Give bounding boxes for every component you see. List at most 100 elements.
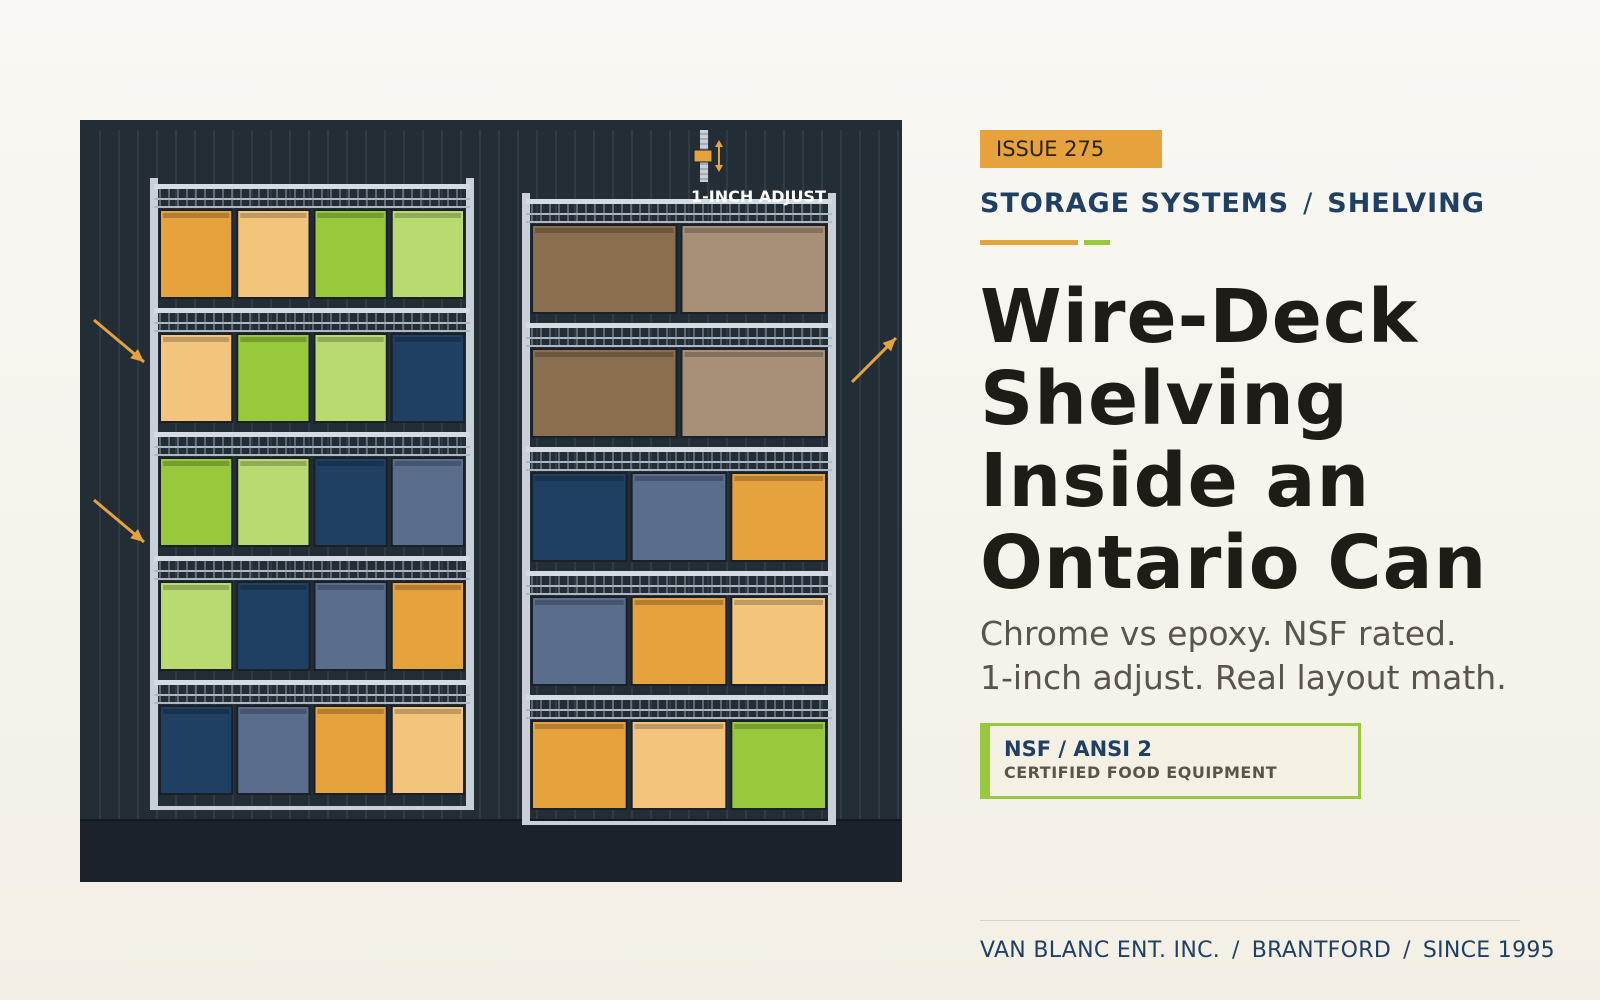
storage-bin <box>730 596 827 686</box>
footer-since: SINCE 1995 <box>1422 938 1555 963</box>
storage-bin-lid <box>317 461 384 466</box>
shelf-bottom-rail <box>526 821 832 825</box>
headline-line: Inside an <box>980 438 1371 524</box>
storage-bin <box>730 472 827 562</box>
wire-deck-rail <box>154 184 470 189</box>
wire-deck-rail <box>154 694 470 696</box>
wire-deck-rail <box>526 337 832 339</box>
wire-deck-rail <box>526 345 832 347</box>
storage-bin-lid <box>634 476 724 481</box>
wire-deck-rail <box>154 446 470 448</box>
issue-number: ISSUE 275 <box>996 137 1105 161</box>
storage-bin-lid <box>634 600 724 605</box>
storage-bin-lid <box>734 476 823 481</box>
storage-bin-lid <box>734 724 823 729</box>
wire-deck-rail <box>526 717 832 719</box>
headline-line: Ontario Can <box>980 520 1488 606</box>
adjust-arrow-up-icon <box>715 140 723 147</box>
wire-deck-rail <box>154 454 470 456</box>
storage-bin <box>236 457 311 547</box>
wire-deck-rail <box>526 213 832 215</box>
storage-bin-lid <box>163 337 230 342</box>
storage-bin-lid <box>394 461 461 466</box>
wire-deck-rail <box>154 322 470 324</box>
storage-bin-lid <box>317 709 384 714</box>
storage-bin <box>390 581 465 671</box>
adjust-arrow-down-icon <box>715 165 723 172</box>
storage-bin <box>236 581 311 671</box>
container-shelving-illustration: 1-INCH ADJUST <box>80 120 902 882</box>
storage-bin-lid <box>535 352 674 357</box>
wire-deck-rail <box>154 680 470 685</box>
wire-deck-rail <box>526 571 832 576</box>
shelf-bottom-rail <box>154 806 470 810</box>
wire-deck-rail <box>154 198 470 200</box>
storage-bin <box>159 209 234 299</box>
wire-deck-rail <box>154 702 470 704</box>
category-breadcrumb: STORAGE SYSTEMS/SHELVING <box>980 188 1485 219</box>
pointer-arrowhead <box>882 338 896 352</box>
storage-bin <box>630 472 728 562</box>
storage-bin-lid <box>240 709 307 714</box>
wire-deck-rail <box>526 709 832 711</box>
storage-bin-lid <box>317 585 384 590</box>
storage-bin-lid <box>163 213 230 218</box>
storage-bin-lid <box>535 724 624 729</box>
subhead-line: Chrome vs epoxy. NSF rated. <box>980 614 1457 653</box>
shelf-post <box>828 193 836 825</box>
storage-bin-lid <box>634 724 724 729</box>
storage-bin-lid <box>240 585 307 590</box>
storage-bin-lid <box>163 585 230 590</box>
storage-bin <box>159 457 234 547</box>
storage-bin <box>313 457 388 547</box>
footer-city: BRANTFORD <box>1251 938 1392 963</box>
storage-bin <box>313 581 388 671</box>
category-secondary: SHELVING <box>1327 188 1485 219</box>
storage-bin <box>680 224 827 314</box>
footer-company: VAN BLANC ENT. INC. <box>980 938 1221 963</box>
storage-bin-lid <box>394 337 461 342</box>
certification-title: NSF / ANSI 2 <box>1004 737 1153 761</box>
storage-bin <box>390 333 465 423</box>
storage-bin <box>630 596 728 686</box>
storage-bin <box>236 209 311 299</box>
wire-deck-rail <box>526 461 832 463</box>
storage-bin <box>531 224 678 314</box>
wire-deck-rail <box>526 447 832 452</box>
storage-bin <box>390 457 465 547</box>
adjust-callout-label: 1-INCH ADJUST <box>691 187 826 206</box>
subhead: Chrome vs epoxy. NSF rated. 1-inch adjus… <box>980 612 1580 700</box>
storage-bin-lid <box>684 228 823 233</box>
wire-deck-rail <box>154 570 470 572</box>
storage-bin <box>630 720 728 810</box>
footer-separator: / <box>1232 938 1240 963</box>
wire-deck-rail <box>526 585 832 587</box>
storage-bin-lid <box>535 476 624 481</box>
headline-line: Wire-Deck <box>980 274 1419 360</box>
storage-bin-lid <box>535 600 624 605</box>
storage-bin-lid <box>240 337 307 342</box>
wire-deck-rail <box>526 323 832 328</box>
issue-tag: ISSUE 275 <box>980 130 1162 168</box>
wire-deck-rail <box>154 432 470 437</box>
storage-bin <box>236 705 311 795</box>
storage-bin-lid <box>684 352 823 357</box>
category-primary: STORAGE SYSTEMS <box>980 188 1290 219</box>
footer-separator: / <box>1403 938 1411 963</box>
storage-bin-lid <box>394 709 461 714</box>
shelf-post <box>150 178 158 810</box>
left-unit <box>150 178 474 810</box>
certification-badge: NSF / ANSI 2 CERTIFIED FOOD EQUIPMENT <box>980 723 1361 799</box>
storage-bin <box>531 720 628 810</box>
storage-bin <box>730 720 827 810</box>
wire-deck-rail <box>526 469 832 471</box>
wire-deck-rail <box>154 308 470 313</box>
wire-deck-rail <box>154 578 470 580</box>
wire-deck-rail <box>154 330 470 332</box>
storage-bin-lid <box>163 461 230 466</box>
storage-bin-lid <box>535 228 674 233</box>
container-floor <box>80 820 902 882</box>
storage-bin-lid <box>317 337 384 342</box>
storage-bin-lid <box>734 600 823 605</box>
shelf-post <box>466 178 474 810</box>
